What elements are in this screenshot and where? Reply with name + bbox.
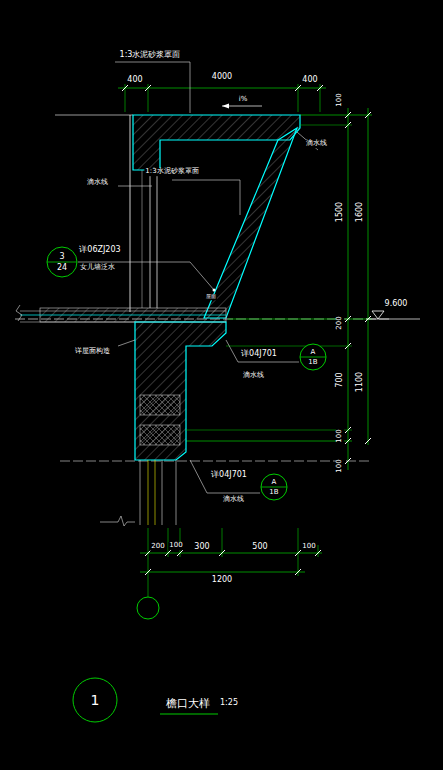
annotation-text: 100 xyxy=(168,542,183,550)
annotation-text: 滴水线 xyxy=(305,140,328,148)
callout-circle: A 1B xyxy=(260,473,288,501)
dimension-text: 1100 xyxy=(356,371,365,393)
annotation-text: 1:3水泥砂浆罩面 xyxy=(144,168,199,176)
annotation-text: 滴水线 xyxy=(86,179,109,187)
annotation-text: 详04J701 xyxy=(210,471,248,480)
callout-number: 1B xyxy=(269,489,278,496)
callout-outline xyxy=(299,343,327,371)
callout-number: 3 xyxy=(59,253,64,261)
annotation-text: 详04J701 xyxy=(240,350,278,359)
annotation-text: 详屋面构造 xyxy=(74,348,111,356)
annotation-text: 400 xyxy=(301,76,318,85)
annotation-text: 滴水线 xyxy=(242,372,265,380)
annotation-text: 100 xyxy=(301,543,316,551)
annotation-text: 300 xyxy=(193,543,210,552)
annotation-text: 滴水线 xyxy=(222,496,245,504)
annotation-text: 1:25 xyxy=(219,699,239,708)
annotation-text: 详06ZJ203 xyxy=(78,246,121,255)
annotation-text: 屋面 xyxy=(205,294,217,300)
callout-number: 1 xyxy=(91,693,100,707)
callout-circle: 1 xyxy=(72,677,118,723)
annotation-text: 9.600 xyxy=(384,300,409,309)
dimension-text: 100 xyxy=(336,428,344,443)
annotation-text: 4000 xyxy=(211,73,233,82)
callout-number: A xyxy=(311,349,316,356)
annotation-text: 200 xyxy=(150,543,165,551)
annotation-text: 400 xyxy=(126,76,143,85)
drawing-title: 檐口大样 xyxy=(166,696,210,711)
callout-outline xyxy=(46,246,78,278)
annotation-text: 女儿墙泛水 xyxy=(79,264,116,272)
callout-number: A xyxy=(272,479,277,486)
callout-circle: 324 xyxy=(46,246,78,278)
dimension-text: 200 xyxy=(336,315,344,330)
annotation-text: 500 xyxy=(251,543,268,552)
dimension-text: 1500 xyxy=(336,201,345,223)
dimension-text: 100 xyxy=(336,458,344,473)
callout-circle: A 1B xyxy=(299,343,327,371)
dimension-text: 1600 xyxy=(356,201,365,223)
dimension-text: 700 xyxy=(336,371,345,388)
dimension-text: 100 xyxy=(336,92,344,107)
annotation-text: i% xyxy=(238,96,249,104)
annotation-text: 1200 xyxy=(211,576,233,585)
annotation-text: 1:3水泥砂浆罩面 xyxy=(119,51,182,60)
callout-number: 1B xyxy=(308,359,317,366)
callout-outline xyxy=(260,473,288,501)
callout-number: 24 xyxy=(57,264,67,272)
